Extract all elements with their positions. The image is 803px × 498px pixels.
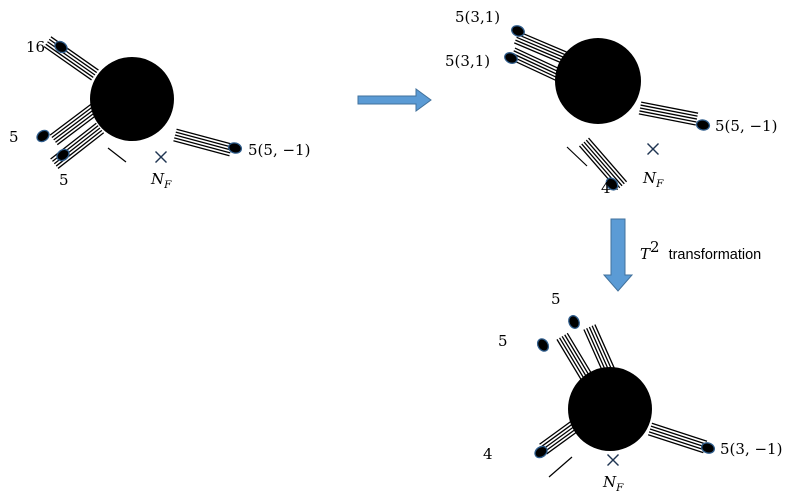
panel-a-label-right: 5(5, −1) <box>248 141 310 159</box>
panel-b-leg-top-1 <box>511 25 573 67</box>
panel-a-label-top: 16 <box>26 38 45 56</box>
panel-c-disk <box>568 367 652 451</box>
panel-c-flavor-label: NF <box>602 473 624 494</box>
panel-a-leg-16 <box>43 36 100 81</box>
panel-b-disk <box>555 38 641 124</box>
panel-a-leg-5-lower <box>49 122 105 170</box>
panel-a-leg-right <box>172 128 243 157</box>
panel-c-label-bottom-left: 4 <box>483 445 493 463</box>
panel-b-branch-cut <box>566 146 588 167</box>
panel-a-flavor-label: NF <box>150 170 172 191</box>
panel-a-label-left-upper: 5 <box>9 128 19 146</box>
down-arrow <box>602 218 634 292</box>
panel-a-disk <box>90 57 174 141</box>
panel-c-label-right: 5(3, −1) <box>720 440 782 458</box>
panel-b-label-top-2: 5(3,1) <box>445 52 490 70</box>
panel-c-leg-bottom-left <box>534 409 595 459</box>
panel-b-leg-bottom <box>578 137 628 191</box>
panel-a-label-left-lower: 5 <box>59 171 69 189</box>
panel-c-label-top: 5 <box>551 290 561 308</box>
panel-b-flavor-label: NF <box>642 169 664 190</box>
panel-a-cross-icon <box>155 151 167 163</box>
panel-b: 5(3,1) 5(3,1) 5(5, −1) 4 NF <box>445 8 777 197</box>
panel-b-leg-top-2 <box>504 47 569 85</box>
panel-b-cross-icon <box>647 143 659 155</box>
panel-c-leg-top <box>568 315 620 384</box>
panel-b-label-right: 5(5, −1) <box>715 117 777 135</box>
panel-b-leg-right <box>638 101 711 131</box>
panel-c-label-left: 5 <box>498 332 508 350</box>
panel-c-branch-cut <box>548 456 573 478</box>
panel-a-branch-cut <box>107 147 127 163</box>
right-arrow <box>357 88 432 112</box>
panel-c: 5 5 4 5(3, −1) NF <box>483 290 782 494</box>
panel-c-leg-right <box>647 422 716 454</box>
panel-c-cross-icon <box>607 454 619 466</box>
panel-a: 16 5 5 5(5, −1) NF <box>9 36 310 191</box>
panel-a-leg-5-upper <box>36 99 105 146</box>
panel-b-label-bottom: 4 <box>601 179 611 197</box>
panel-b-label-top-1: 5(3,1) <box>455 8 500 26</box>
panel-c-leg-left <box>536 332 598 390</box>
